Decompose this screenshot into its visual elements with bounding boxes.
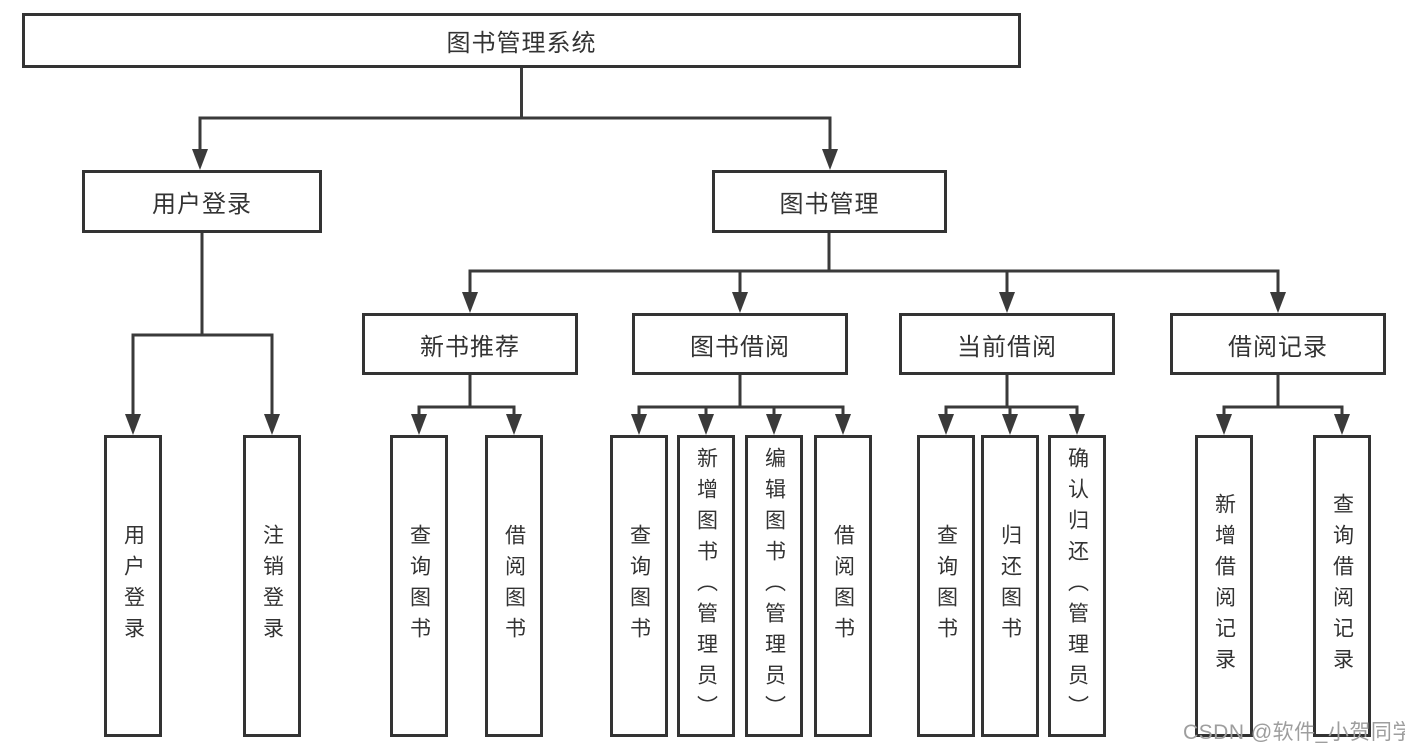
arrow-down-icon [766, 414, 782, 435]
leaf-borrow-books: 借阅图书 [814, 435, 872, 737]
arrow-down-icon [822, 149, 838, 170]
arrow-down-icon [698, 414, 714, 435]
node-book-management: 图书管理 [712, 170, 947, 233]
node-label: 图书管理 [779, 191, 880, 218]
node-label: 用户登录 [152, 191, 252, 218]
node-label: 图书管理系统 [446, 30, 597, 57]
node-label: 借阅记录 [1228, 333, 1328, 361]
node-new-book-recommend: 新书推荐 [362, 313, 578, 375]
node-label: 注销登录 [260, 524, 284, 648]
node-book-borrowing: 图书借阅 [632, 313, 848, 375]
arrow-down-icon [506, 414, 522, 435]
arrow-down-icon [462, 292, 478, 313]
leaf-logout: 注销登录 [243, 435, 301, 737]
connector-bookmgr-to-level3 [468, 233, 1280, 294]
node-label: 查询图书 [627, 524, 651, 648]
leaf-confirm-return-admin: 确认归还（管理员） [1048, 435, 1106, 737]
connector-login-to-leaves [131, 233, 274, 416]
arrow-down-icon [192, 149, 208, 170]
arrow-down-icon [938, 414, 954, 435]
arrow-down-icon [1216, 414, 1232, 435]
arrow-down-icon [1270, 292, 1286, 313]
leaf-newbook-borrow-books: 借阅图书 [485, 435, 543, 737]
arrow-down-icon [1069, 414, 1085, 435]
arrow-down-icon [1334, 414, 1350, 435]
arrow-down-icon [1002, 414, 1018, 435]
node-borrowing-records: 借阅记录 [1170, 313, 1386, 375]
leaf-return-books: 归还图书 [981, 435, 1039, 737]
leaf-current-query-books: 查询图书 [917, 435, 975, 737]
leaf-borrow-query-books: 查询图书 [610, 435, 668, 737]
leaf-add-books-admin: 新增图书（管理员） [677, 435, 735, 737]
leaf-newbook-query-books: 查询图书 [390, 435, 448, 737]
node-label: 查询图书 [934, 524, 958, 648]
node-label: 编辑图书（管理员） [762, 446, 786, 726]
arrow-down-icon [999, 292, 1015, 313]
arrow-down-icon [631, 414, 647, 435]
node-root: 图书管理系统 [22, 13, 1021, 68]
node-current-borrowing: 当前借阅 [899, 313, 1115, 375]
node-label: 查询图书 [407, 524, 431, 648]
connector-borrow-to-leaves [637, 375, 845, 416]
connector-newbook-to-leaves [417, 375, 516, 416]
connector-records-to-leaves [1222, 375, 1344, 416]
leaf-query-borrow-record: 查询借阅记录 [1313, 435, 1371, 737]
arrow-down-icon [835, 414, 851, 435]
arrow-down-icon [125, 414, 141, 435]
leaf-add-borrow-record: 新增借阅记录 [1195, 435, 1253, 737]
node-label: 归还图书 [998, 524, 1022, 648]
node-label: 新增图书（管理员） [694, 446, 718, 726]
node-user-login: 用户登录 [82, 170, 322, 233]
arrowheads [125, 149, 1350, 435]
watermark: CSDN @软件_小贺同学 [1183, 721, 1405, 744]
node-label: 当前借阅 [957, 333, 1057, 361]
node-label: 确认归还（管理员） [1065, 446, 1089, 726]
node-label: 借阅图书 [831, 524, 855, 648]
arrow-down-icon [264, 414, 280, 435]
leaf-user-login: 用户登录 [104, 435, 162, 737]
leaf-edit-books-admin: 编辑图书（管理员） [745, 435, 803, 737]
connector-root-to-level2 [198, 68, 832, 151]
node-label: 查询借阅记录 [1330, 493, 1354, 679]
arrow-down-icon [732, 292, 748, 313]
node-label: 新增借阅记录 [1212, 493, 1236, 679]
node-label: 用户登录 [121, 524, 145, 648]
node-label: 图书借阅 [690, 333, 790, 361]
node-label: 借阅图书 [502, 524, 526, 648]
connector-current-to-leaves [944, 375, 1079, 416]
arrow-down-icon [411, 414, 427, 435]
node-label: 新书推荐 [420, 333, 520, 361]
